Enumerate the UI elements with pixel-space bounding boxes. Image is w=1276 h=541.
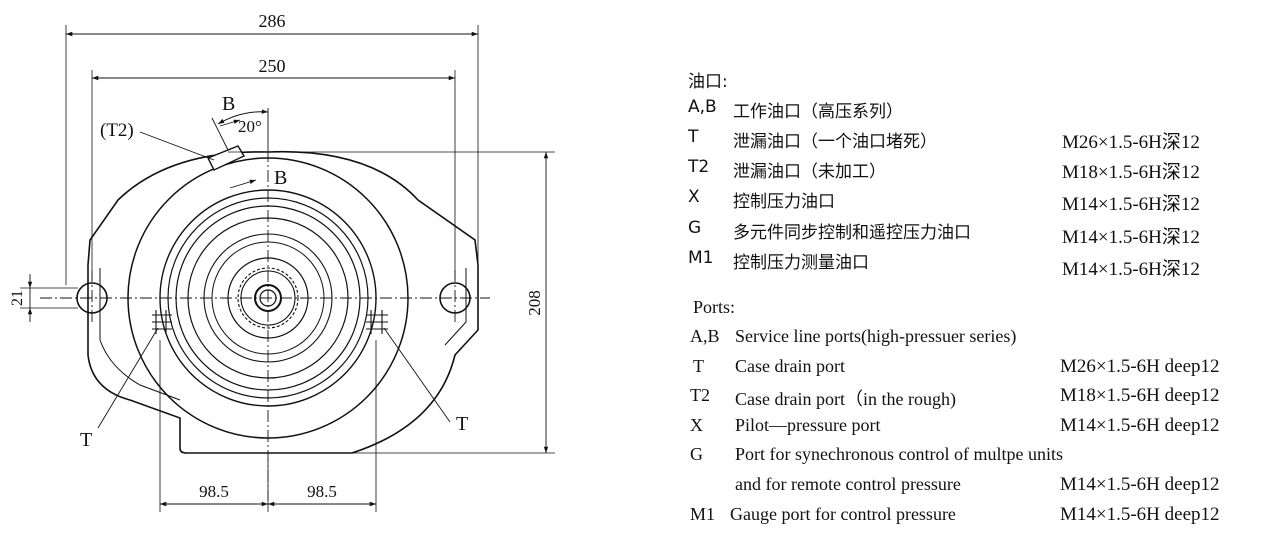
- dim-286-label: 286: [259, 11, 286, 31]
- specs-en-desc: Gauge port for control pressure: [730, 504, 956, 524]
- t2-boss: [207, 145, 245, 171]
- specs-en-thread: M26×1.5-6H deep12: [1060, 356, 1220, 377]
- specs-en-code: M1: [690, 504, 716, 524]
- angle-20-label: 20°: [238, 117, 262, 136]
- section-b-side-label: B: [274, 167, 287, 189]
- specs-en-desc: Port for synechronous control of multpe …: [735, 444, 1063, 464]
- extension-lines: [20, 25, 555, 512]
- specs-en-code: T2: [690, 385, 710, 405]
- specs-cn-desc: 多元件同步控制和遥控压力油口: [733, 223, 971, 243]
- specs-cn-code: G: [688, 218, 702, 238]
- specs-cn-thread: M14×1.5-6H深12: [1062, 227, 1200, 248]
- dim-21-label: 21: [9, 290, 26, 306]
- specs-cn-code: T: [688, 127, 699, 147]
- specs-en-desc: and for remote control pressure: [735, 474, 961, 494]
- specs-en-desc: Service line ports(high-pressuer series): [735, 326, 1017, 346]
- specs-cn-heading: 油口:: [688, 72, 728, 92]
- leader-lines: [97, 131, 451, 429]
- port-t2-label: (T2): [100, 120, 134, 141]
- case-drain-port-symbols: [152, 310, 388, 334]
- specs-en-code: T: [693, 356, 704, 376]
- specs-cn-thread: M26×1.5-6H深12: [1062, 132, 1200, 153]
- specs-cn-code: X: [688, 187, 700, 207]
- specs-en-thread: M14×1.5-6H deep12: [1060, 415, 1220, 436]
- specs-cn-thread: M14×1.5-6H深12: [1062, 259, 1200, 280]
- specs-cn-desc: 控制压力测量油口: [733, 253, 869, 273]
- specs-en-desc: Case drain port（in the rough): [735, 389, 956, 409]
- specs-cn-code: T2: [688, 157, 710, 177]
- pump-front-view-drawing: 286 250 208 21 98.5 98.5 20° B B (T2) T …: [9, 11, 555, 512]
- port-t-right-label: T: [456, 413, 468, 435]
- specs-cn-code: M1: [688, 248, 714, 268]
- specs-en-heading: Ports:: [693, 297, 736, 317]
- dim-250-label: 250: [259, 56, 286, 76]
- specs-en-thread: M14×1.5-6H deep12: [1060, 504, 1220, 525]
- specs-cn-code: A,B: [688, 97, 717, 117]
- specs-en-code: X: [690, 415, 703, 435]
- specs-en-code: A,B: [690, 326, 720, 346]
- specs-cn-desc: 控制压力油口: [733, 192, 835, 212]
- dim-208-label: 208: [525, 290, 544, 316]
- flange-outline: [87, 150, 479, 454]
- specs-en-thread: M18×1.5-6H deep12: [1060, 385, 1220, 406]
- specs-cn-desc: 泄漏油口（未加工）: [733, 162, 886, 182]
- port-t-left-label: T: [80, 429, 92, 451]
- dim-98-5-left-label: 98.5: [199, 482, 229, 501]
- specs-cn-desc: 泄漏油口（一个油口堵死）: [733, 132, 937, 152]
- specs-cn-thread: M14×1.5-6H深12: [1062, 194, 1200, 215]
- dimension-lines: [27, 31, 549, 507]
- specs-en-code: G: [690, 444, 703, 464]
- specs-cn-desc: 工作油口（高压系列）: [733, 102, 903, 122]
- specs-en-desc: Case drain port: [735, 356, 845, 376]
- section-b-top-label: B: [222, 93, 235, 115]
- specs-cn-thread: M18×1.5-6H深12: [1062, 162, 1200, 183]
- dim-98-5-right-label: 98.5: [307, 482, 337, 501]
- specs-en-thread: M14×1.5-6H deep12: [1060, 474, 1220, 495]
- specs-en-desc: Pilot—pressure port: [735, 415, 881, 435]
